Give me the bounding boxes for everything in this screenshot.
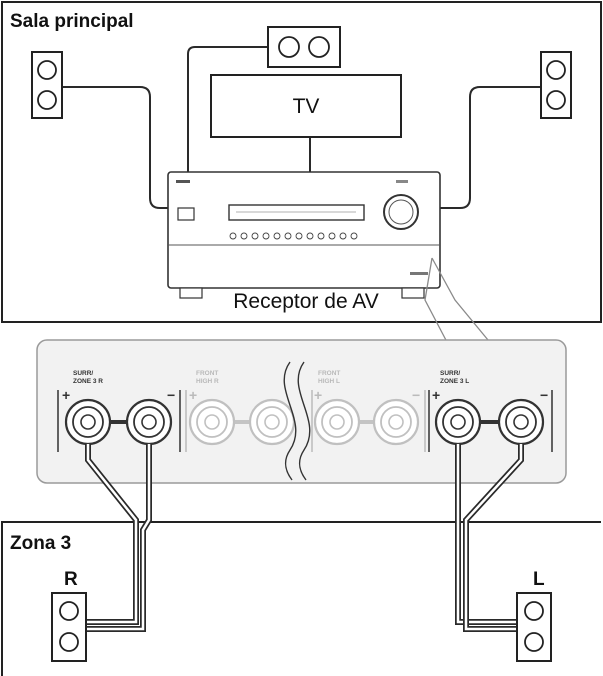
plus-sign-4: + bbox=[432, 387, 440, 403]
front-high-r-label-line2: HIGH R bbox=[196, 378, 219, 385]
zoom-callout-lines bbox=[424, 257, 489, 345]
zone3-frame bbox=[1, 521, 601, 676]
front-high-l-label-line2: HIGH L bbox=[318, 378, 340, 385]
zone3-right-label: R bbox=[64, 569, 78, 590]
terminal-panel bbox=[36, 339, 567, 484]
av-receiver bbox=[167, 171, 441, 299]
panel-break-marks bbox=[283, 361, 311, 481]
binding-posts-surr-l bbox=[434, 398, 545, 446]
surr-zone3-r-label-line2: ZONE 3 R bbox=[73, 378, 103, 385]
plus-sign-3: + bbox=[314, 387, 322, 403]
speaker-front-left bbox=[31, 51, 63, 119]
main-room-wires bbox=[62, 46, 555, 209]
surr-zone3-r-label-line1: SURR/ bbox=[73, 370, 93, 377]
main-room-title: Sala principal bbox=[10, 11, 134, 32]
minus-sign-1: − bbox=[167, 387, 175, 403]
tv-box bbox=[210, 74, 402, 138]
terminal-brackets bbox=[57, 390, 553, 452]
zone3-speaker-wires bbox=[85, 444, 524, 632]
speaker-front-right bbox=[540, 51, 572, 119]
front-high-r-label-line1: FRONT bbox=[196, 370, 218, 377]
surr-zone3-l-label-line1: SURR/ bbox=[440, 370, 460, 377]
front-high-l-label-line1: FRONT bbox=[318, 370, 340, 377]
surr-zone3-l-label-line2: ZONE 3 L bbox=[440, 378, 469, 385]
minus-sign-3: − bbox=[412, 387, 420, 403]
plus-sign-1: + bbox=[62, 387, 70, 403]
binding-posts-front-high bbox=[188, 398, 420, 446]
binding-posts-surr-r bbox=[64, 398, 173, 446]
plus-sign-2: + bbox=[189, 387, 197, 403]
zone3-left-label: L bbox=[533, 569, 545, 590]
zone3-title: Zona 3 bbox=[10, 533, 71, 554]
tv-label: TV bbox=[293, 95, 320, 118]
zone3-speaker-right bbox=[51, 592, 87, 662]
zone3-speaker-left bbox=[516, 592, 552, 662]
speaker-center bbox=[267, 26, 341, 68]
minus-sign-4: − bbox=[540, 387, 548, 403]
receiver-label: Receptor de AV bbox=[233, 290, 379, 313]
